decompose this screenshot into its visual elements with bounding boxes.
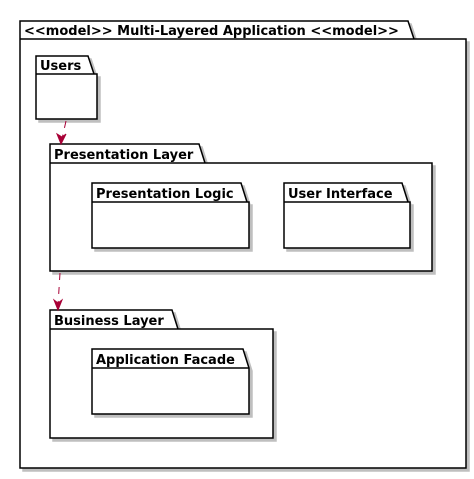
package-application-facade[interactable]: Application Facade — [91, 348, 250, 415]
package-presentation-logic-label: Presentation Logic — [96, 187, 234, 202]
package-users[interactable]: Users — [35, 55, 98, 120]
package-business-layer-label: Business Layer — [54, 314, 164, 329]
dependency-users-to-presentation — [55, 120, 67, 146]
package-presentation-layer-label: Presentation Layer — [54, 148, 194, 163]
dependency-arrowhead — [52, 298, 64, 312]
package-application-facade-label: Application Facade — [96, 353, 235, 368]
package-users-label: Users — [40, 59, 82, 74]
dependency-presentation-to-business — [52, 272, 64, 312]
package-presentation-logic[interactable]: Presentation Logic — [91, 182, 250, 249]
root-package-label: <<model>> Multi-Layered Application <<mo… — [24, 24, 399, 39]
dependency-arrowhead — [55, 132, 67, 146]
package-user-interface-label: User Interface — [288, 187, 393, 202]
package-user-interface[interactable]: User Interface — [283, 182, 411, 249]
